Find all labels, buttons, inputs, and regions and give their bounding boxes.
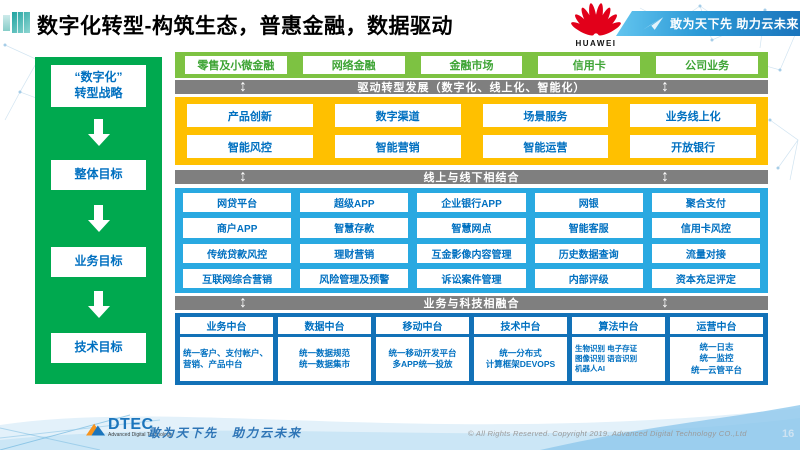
capability-band: 产品创新 数字渠道 场景服务 业务线上化 智能风控 智能营销 智能运营 开放银行 (175, 97, 768, 165)
header-slogan-ribbon: 敢为天下先 助力云未来 (616, 11, 800, 36)
platform-content: 统一移动开发平台 多APP统一投放 (376, 337, 469, 381)
applications-band: 网贷平台 超级APP 企业银行APP 网银 聚合支付 商户APP 智慧存款 智慧… (175, 188, 768, 293)
copyright-text: © All Rights Reserved. Copyright 2019. A… (468, 429, 747, 438)
business-line: 金融市场 (420, 56, 523, 74)
application: 传统贷款风控 (183, 243, 292, 263)
platform-header: 移动中台 (376, 317, 469, 334)
platform-content: 统一日志 统一监控 统一云管平台 (670, 337, 763, 381)
application: 资本充足评定 (651, 268, 760, 288)
application: 内部评级 (534, 268, 643, 288)
platform-content: 生物识别 电子存证 图像识别 语音识别 机器人AI (572, 337, 665, 381)
platform-header: 数据中台 (278, 317, 371, 334)
capability: 业务线上化 (630, 104, 756, 127)
application: 网贷平台 (183, 193, 292, 213)
down-arrow-icon (87, 291, 111, 318)
platform-column: 技术中台 统一分布式 计算框架DEVOPS (474, 317, 567, 381)
platform-column: 算法中台 生物识别 电子存证 图像识别 语音识别 机器人AI (572, 317, 665, 381)
capability: 产品创新 (187, 104, 313, 127)
application: 信用卡风控 (651, 218, 760, 238)
application: 诉讼案件管理 (417, 268, 526, 288)
application: 风险管理及预警 (300, 268, 409, 288)
page-number: 16 (782, 428, 795, 440)
updown-arrow-icon: ↕ (661, 294, 670, 311)
platform-header: 业务中台 (180, 317, 273, 334)
business-lines-band: 零售及小微金融 网络金融 金融市场 信用卡 公司业务 (175, 52, 768, 78)
updown-arrow-icon: ↕ (239, 168, 248, 185)
updown-arrow-icon: ↕ (239, 78, 248, 95)
header-accent-bar (3, 15, 10, 31)
capability: 数字渠道 (334, 104, 461, 127)
capability: 场景服务 (482, 104, 609, 127)
banner-drive-transformation: ↕ 驱动转型发展（数字化、线上化、智能化） ↕ (175, 78, 768, 95)
application: 互金影像内容管理 (417, 243, 526, 263)
platform-content: 统一客户、支付帐户、营销、产品中台 (180, 337, 273, 381)
application: 理财营销 (300, 243, 409, 263)
application: 商户APP (183, 218, 292, 238)
sidebar-item-tech-goal: 技术目标 (51, 333, 146, 363)
capability: 智能运营 (482, 135, 609, 158)
application: 聚合支付 (651, 193, 760, 213)
sidebar-item-business-goal: 业务目标 (51, 247, 146, 277)
platform-content: 统一分布式 计算框架DEVOPS (474, 337, 567, 381)
business-line: 网络金融 (302, 56, 405, 74)
platform-header: 算法中台 (572, 317, 665, 334)
page-title: 数字化转型-构筑生态，普惠金融，数据驱动 (37, 15, 453, 38)
sidebar-item-overall-goal: 整体目标 (51, 160, 146, 190)
dtec-arrow-icon (86, 424, 106, 436)
updown-arrow-icon: ↕ (661, 78, 670, 95)
down-arrow-icon (87, 205, 111, 232)
application: 流量对接 (651, 243, 760, 263)
business-line: 信用卡 (538, 56, 641, 74)
banner-label: 驱动转型发展（数字化、线上化、智能化） (357, 82, 586, 94)
application: 超级APP (300, 193, 409, 213)
application: 网银 (534, 193, 643, 213)
footer-slogan: 敢为天下先 助力云未来 (148, 426, 303, 440)
application: 智能客服 (534, 218, 643, 238)
banner-label: 线上与线下相结合 (423, 172, 520, 184)
application: 历史数据查询 (534, 243, 643, 263)
banner-tech-fusion: ↕ 业务与科技相融合 ↕ (175, 294, 768, 311)
capability: 智能营销 (334, 135, 461, 158)
platform-column: 运营中台 统一日志 统一监控 统一云管平台 (670, 317, 763, 381)
platform-content: 统一数据规范 统一数据集市 (278, 337, 371, 381)
header-slogan: 敢为天下先 助力云未来 (670, 17, 799, 31)
platform-column: 数据中台 统一数据规范 统一数据集市 (278, 317, 371, 381)
banner-online-offline: ↕ 线上与线下相结合 ↕ (175, 168, 768, 185)
banner-label: 业务与科技相融合 (423, 298, 520, 310)
huawei-flower-icon (571, 3, 621, 36)
capability: 开放银行 (630, 135, 756, 158)
platform-column: 移动中台 统一移动开发平台 多APP统一投放 (376, 317, 469, 381)
sidebar-item-strategy: “数字化” 转型战略 (51, 65, 146, 107)
application: 智慧网点 (417, 218, 526, 238)
huawei-logo: HUAWEI (570, 2, 622, 48)
platform-header: 运营中台 (670, 317, 763, 334)
application: 企业银行APP (417, 193, 526, 213)
capability: 智能风控 (187, 135, 313, 158)
huawei-wordmark: HUAWEI (575, 39, 617, 48)
platform-header: 技术中台 (474, 317, 567, 334)
platform-column: 业务中台 统一客户、支付帐户、营销、产品中台 (180, 317, 273, 381)
application: 互联网综合营销 (183, 268, 292, 288)
updown-arrow-icon: ↕ (661, 168, 670, 185)
paper-plane-icon (642, 17, 664, 30)
platforms-band: 业务中台 统一客户、支付帐户、营销、产品中台 数据中台 统一数据规范 统一数据集… (175, 313, 768, 385)
business-line: 零售及小微金融 (185, 56, 287, 74)
down-arrow-icon (87, 119, 111, 146)
header-accent-icon (12, 12, 30, 33)
updown-arrow-icon: ↕ (239, 294, 248, 311)
strategy-sidebar: “数字化” 转型战略 整体目标 业务目标 技术目标 (35, 57, 162, 384)
application: 智慧存款 (300, 218, 409, 238)
business-line: 公司业务 (656, 56, 758, 74)
